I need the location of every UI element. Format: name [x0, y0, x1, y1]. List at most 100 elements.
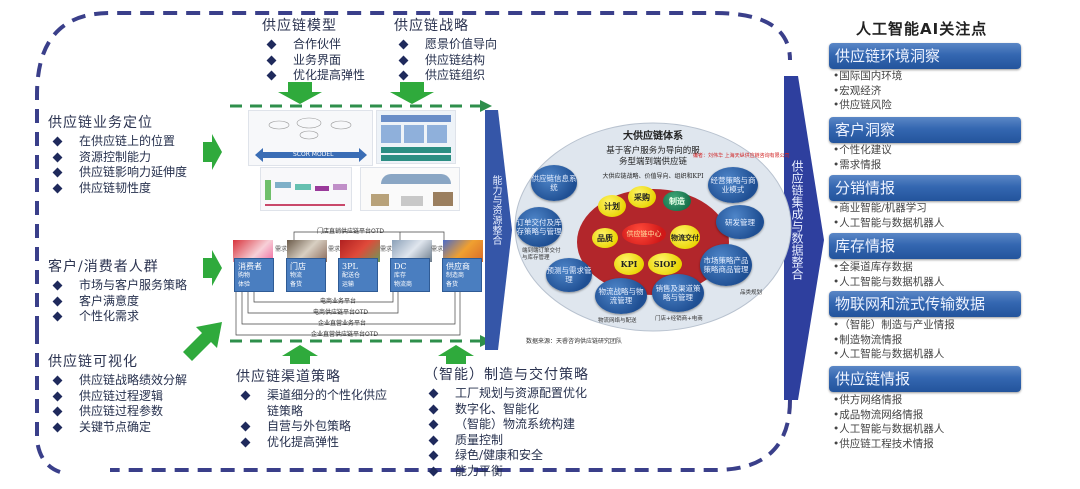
- green-arrowhead-top: [480, 100, 492, 112]
- ecosystem-source: 数据来源：天睿咨询供应链研究团队: [526, 338, 623, 345]
- outer-node: 经营策略与商业模式: [708, 167, 758, 203]
- ai-list-item: •成品物流网络情报: [833, 408, 924, 421]
- ai-list-item: •商业智能/机器学习: [833, 202, 927, 214]
- ai-section-list: •供方网络情报 •成品物流网络情报 •人工智能与数据机器人 •供应链工程技术情报: [833, 393, 944, 451]
- list-item: 供应链过程参数: [48, 404, 187, 420]
- ecosystem-header: 大供应链体系 基于客户服务为导向的服 务型端到端供应链 大供应链战略、价值导向、…: [553, 127, 753, 182]
- ecosystem-subtitle: 基于客户服务为导向的服: [606, 146, 700, 156]
- need-label: 需求: [431, 246, 444, 253]
- ai-list-item: •供应链风险: [833, 99, 892, 111]
- list-item: 供应链韧性度: [48, 181, 187, 197]
- ai-list-item: •国际国内环境: [833, 70, 903, 82]
- ecosystem-subtitle: 务型端到端供应链: [618, 157, 687, 167]
- ai-list-item: •供方网络情报: [833, 394, 903, 406]
- ai-list-item: •人工智能与数据机器人: [833, 275, 945, 288]
- core-node: 供应链中心: [622, 223, 666, 245]
- list-item: 质量控制: [424, 433, 589, 449]
- list-item: 愿景价值导向: [394, 37, 497, 53]
- ai-list-item: •人工智能与数据机器人: [833, 423, 945, 435]
- inner-node: 采购: [628, 186, 656, 208]
- inner-node: KPI: [614, 253, 644, 275]
- ai-section-header: 供应链情报: [829, 366, 1021, 392]
- green-arrow-up-manufacturing: [438, 345, 474, 364]
- block-title: 供应链模型: [262, 18, 337, 34]
- green-arrow-right-positioning: [203, 134, 222, 170]
- ai-section-header: 客户洞察: [829, 117, 1021, 143]
- outer-node: 物流战略与物流管理: [595, 278, 647, 314]
- need-label: 需求: [275, 246, 288, 253]
- flow-bottom-line-label: 电商业务平台: [320, 298, 357, 305]
- consumer-photo: [233, 240, 273, 262]
- ai-list-item: •需求情报: [833, 158, 882, 171]
- flow-top-line-label: 门店直销供应链平台OTD: [317, 228, 385, 235]
- ecosystem-note: 端到端订单交付与库存管理: [522, 248, 561, 261]
- block-model: 供应链模型 合作伙伴 业务界面 优化提高弹性: [262, 15, 365, 84]
- value-chain-image: [260, 167, 352, 211]
- flow-bottom-line-label: 电商供应链平台OTD: [313, 309, 369, 316]
- scor-model-graphic: [255, 117, 367, 162]
- flow-node-consumer: 消费者 购物 体验: [234, 258, 274, 292]
- outer-node: 订单交付及库存策略与管理: [516, 207, 562, 247]
- inner-node: 计划: [598, 195, 626, 217]
- ai-section-list: •商业智能/机器学习 •人工智能与数据机器人: [833, 201, 944, 230]
- list-item: （智能）物流系统构建: [424, 417, 589, 433]
- list-item: 个性化需求: [48, 309, 187, 325]
- dashed-boundary: [35, 11, 792, 472]
- ai-panel-title: 人工智能AI关注点: [856, 20, 988, 38]
- flow-bottom-line-label: 企业直营业务平台: [318, 320, 367, 327]
- dashed-boundary-left-lower: [35, 330, 61, 474]
- list-item: 工厂规划与资源配置优化: [424, 386, 589, 402]
- ai-list-item: •宏观经济: [833, 84, 882, 97]
- ai-list-item: •个性化建议: [833, 144, 892, 156]
- block-title: 供应链可视化: [48, 354, 138, 370]
- list-item: 优化提高弹性: [262, 68, 365, 84]
- block-manufacturing: （智能）制造与交付策略 工厂规划与资源配置优化 数字化、智能化 （智能）物流系统…: [424, 364, 589, 479]
- green-arrow-down-strategy: [390, 82, 434, 104]
- ai-section-header: 供应链环境洞察: [829, 43, 1021, 69]
- ai-section-header: 物联网和流式传输数据: [829, 291, 1021, 317]
- inner-node: 制造: [663, 191, 691, 211]
- green-arrow-down-model: [278, 82, 322, 104]
- block-strategy: 供应链战略 愿景价值导向 供应链结构 供应链组织: [394, 15, 497, 84]
- outer-node: 销售及渠道策略与管理: [652, 274, 704, 312]
- 3pl-photo: [340, 240, 380, 262]
- list-item: 供应链影响力延伸度: [48, 165, 187, 181]
- list-item: 自营与外包策略: [236, 419, 387, 435]
- integration-chevron-label: 供应链集成与数据整合: [790, 160, 804, 280]
- flow-bottom-line-label: 企业直营供应链平台OTD: [311, 331, 379, 338]
- block-visibility: 供应链可视化 供应链战略绩效分解 供应链过程逻辑 供应链过程参数 关键节点确定: [48, 351, 187, 435]
- store-photo: [287, 240, 327, 262]
- outer-node: 供应链信息系统: [531, 165, 577, 201]
- ecosystem-title: 大供应链体系: [623, 131, 683, 142]
- list-item: 供应链战略绩效分解: [48, 373, 187, 389]
- outer-node: 市场策略产品策略商品管理: [700, 244, 752, 286]
- ai-list-item: •制造物流情报: [833, 333, 903, 346]
- inner-node: 品质: [592, 228, 618, 248]
- list-item: 供应链过程逻辑: [48, 389, 187, 405]
- green-arrow-right-customers: [203, 250, 222, 286]
- ai-section-list: •全渠道库存数据 •人工智能与数据机器人: [833, 260, 944, 289]
- scor-model-label: SCOR MODEL: [293, 151, 334, 158]
- scor-model-image: SCOR MODEL: [248, 110, 373, 166]
- ecosystem-note: 门店+经销商+电商: [655, 316, 703, 322]
- list-item: 资源控制能力: [48, 150, 187, 166]
- list-item: 合作伙伴: [262, 37, 365, 53]
- block-channel: 供应链渠道策略 渠道细分的个性化供应 链策略 自营与外包策略 优化提高弹性: [236, 366, 387, 450]
- ai-list-item: •人工智能与数据机器人: [833, 348, 945, 360]
- need-label: 需求: [328, 246, 341, 253]
- block-title: 供应链渠道策略: [236, 369, 341, 385]
- green-arrow-diag-visibility: [183, 322, 222, 361]
- inner-node: 物流交付: [670, 225, 700, 249]
- ai-section-header: 分销情报: [829, 175, 1021, 201]
- capability-chevron: [485, 110, 512, 350]
- list-item: 市场与客户服务策略: [48, 278, 187, 294]
- block-title: 供应链业务定位: [48, 115, 153, 131]
- list-item: 在供应链上的位置: [48, 134, 187, 150]
- list-item: 供应链结构: [394, 53, 497, 69]
- list-item: 业务界面: [262, 53, 365, 69]
- outer-node: 研发管理: [716, 205, 764, 239]
- ai-list-item: •人工智能与数据机器人: [833, 216, 945, 229]
- list-item: 数字化、智能化: [424, 402, 589, 418]
- flow-node-3pl: 3PL 配送仓 运输: [338, 258, 378, 292]
- block-title: （智能）制造与交付策略: [424, 367, 589, 383]
